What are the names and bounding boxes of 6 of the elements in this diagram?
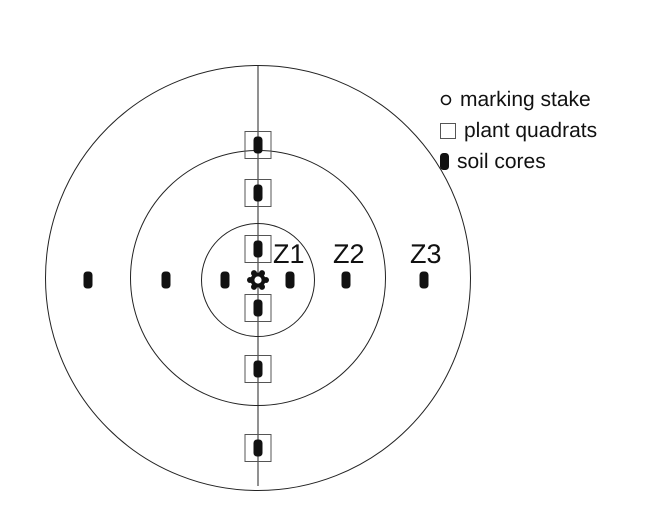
legend-text: plant quadrats [464,120,598,141]
legend-text: soil cores [457,151,546,172]
legend-text: marking stake [460,89,591,110]
zone-label: Z1 [273,241,305,268]
zone-label: Z2 [333,241,365,268]
zone-label: Z3 [410,241,442,268]
